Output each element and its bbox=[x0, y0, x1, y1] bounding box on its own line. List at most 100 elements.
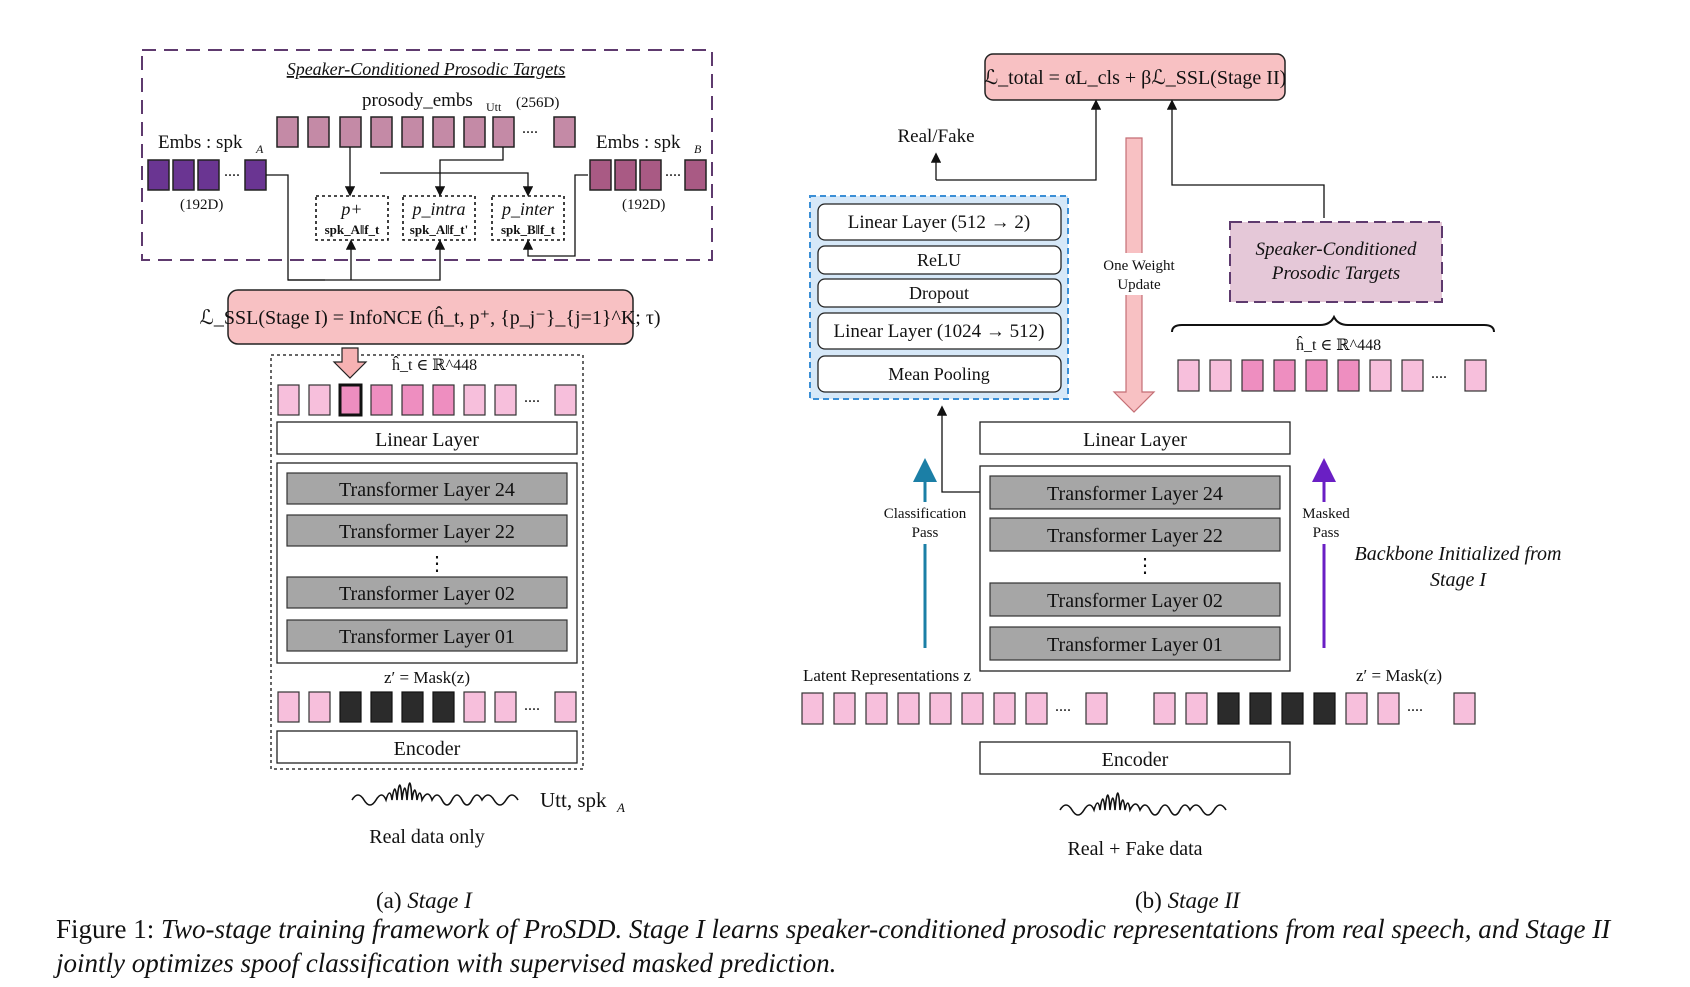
h-cell bbox=[1273, 359, 1296, 392]
figure-caption-text: Two-stage training framework of ProSDD. … bbox=[56, 914, 1611, 978]
stage2-transformer-layer-01 bbox=[989, 626, 1281, 661]
head-dropout-label: Dropout bbox=[909, 283, 969, 303]
emb-b-ellipsis: .... bbox=[665, 163, 681, 180]
head-linear-512-2 bbox=[817, 203, 1062, 241]
prosody-emb-cell bbox=[307, 116, 330, 148]
masked-pass-line1: Masked bbox=[1302, 506, 1350, 522]
masked-pass-line2: Pass bbox=[1313, 525, 1340, 541]
classification-pass-label-bg bbox=[878, 502, 973, 544]
h-cell bbox=[463, 384, 486, 416]
stage1-transformer-layer-22-label: Transformer Layer 22 bbox=[339, 521, 515, 543]
z-cell bbox=[554, 691, 577, 723]
prosody-ellipsis: .... bbox=[522, 120, 538, 137]
stage2-encoder-label: Encoder bbox=[1102, 749, 1169, 771]
stage1-transformer-layer-01-label: Transformer Layer 01 bbox=[339, 626, 515, 648]
prosody-emb-cell bbox=[432, 116, 455, 148]
stage2-loss-formula: ℒ_total = αL_cls + βℒ_SSL(Stage II) bbox=[984, 67, 1287, 89]
prosody-embs-label: prosody_embs bbox=[362, 90, 473, 111]
z-ellipsis: .... bbox=[1407, 698, 1423, 715]
emb-a-sub: A bbox=[255, 142, 264, 156]
latent-ellipsis: .... bbox=[1055, 698, 1071, 715]
z-cell-masked bbox=[339, 691, 362, 723]
prosody-emb-cell bbox=[553, 116, 576, 148]
emb-a-row: .... bbox=[147, 159, 267, 191]
stage2-brace-icon bbox=[1171, 314, 1495, 333]
subcaption-a-label: Stage I bbox=[407, 888, 472, 913]
z-cell bbox=[1185, 692, 1208, 725]
stage2-transformer-layer-01-label: Transformer Layer 01 bbox=[1047, 634, 1223, 656]
emb-a-cell bbox=[197, 159, 220, 191]
stage1-transformer-layer-24-label: Transformer Layer 24 bbox=[339, 479, 515, 501]
h-row-ellipsis: .... bbox=[524, 389, 540, 406]
real-fake-label: Real/Fake bbox=[897, 126, 974, 147]
prosody-emb-cell bbox=[463, 116, 486, 148]
stage1-transformer-layer-22 bbox=[286, 514, 568, 547]
z-cell bbox=[1377, 692, 1400, 725]
backbone-note-line1: Backbone Initialized from bbox=[1355, 543, 1562, 565]
stage1-encoder bbox=[276, 730, 578, 764]
z-cell-masked bbox=[1249, 692, 1272, 725]
p-intra-label: p_intra bbox=[410, 199, 465, 219]
z-cell bbox=[463, 691, 486, 723]
p-inter-cond: spk_B‖f_t bbox=[501, 222, 556, 237]
h-cell bbox=[1177, 359, 1200, 392]
stage2-waveform-icon bbox=[1059, 792, 1227, 816]
z-cell bbox=[1453, 692, 1476, 725]
subcaption-a-prefix: (a) bbox=[376, 888, 402, 913]
emb-a-label: Embs : spk bbox=[158, 132, 243, 153]
z-cell bbox=[1153, 692, 1176, 725]
backbone-note-line2: Stage I bbox=[1430, 569, 1487, 591]
z-cell bbox=[1345, 692, 1368, 725]
stage1-targets-title: Speaker-Conditioned Prosodic Targets bbox=[287, 59, 566, 79]
stage2-loss-box bbox=[984, 53, 1286, 101]
h-cell bbox=[1209, 359, 1232, 392]
stage1-transformer-layer-01 bbox=[286, 619, 568, 652]
stage1-utt-sub: A bbox=[616, 800, 625, 815]
head-linear-1024-512 bbox=[817, 312, 1062, 350]
h-cell bbox=[1464, 359, 1487, 392]
stage2-targets-line1: Speaker-Conditioned bbox=[1255, 239, 1417, 260]
h-cell bbox=[1369, 359, 1392, 392]
h-cell bbox=[494, 384, 517, 416]
classifier-head-layers: Linear Layer (512 → 2) ReLU Dropout Line… bbox=[817, 203, 1062, 393]
stage2-latent-row: .... bbox=[801, 692, 1108, 725]
h-cell-selected bbox=[338, 383, 363, 417]
latent-repr-label: Latent Representations z bbox=[803, 666, 972, 685]
latent-cell bbox=[897, 692, 920, 725]
h-cell bbox=[1337, 359, 1360, 392]
emb-a-cell bbox=[147, 159, 170, 191]
emb-b-label: Embs : spk bbox=[596, 132, 681, 153]
z-cell bbox=[277, 691, 300, 723]
subcaption-b-label: Stage II bbox=[1167, 888, 1240, 913]
p-intra-cond: spk_A‖f_t' bbox=[410, 222, 468, 237]
stage2-transformer-layers: Transformer Layer 24 Transformer Layer 2… bbox=[989, 475, 1281, 661]
h-cell bbox=[401, 384, 424, 416]
latent-cell bbox=[865, 692, 888, 725]
stage1-mask-label: z′ = Mask(z) bbox=[384, 668, 470, 687]
stage2-vdots: ⋮ bbox=[1135, 555, 1155, 577]
prosody-embs-dim: (256D) bbox=[516, 95, 559, 111]
p-plus-cond: spk_A‖f_t bbox=[325, 222, 380, 237]
z-cell bbox=[308, 691, 331, 723]
z-cell-masked bbox=[1217, 692, 1240, 725]
emb-b-cell bbox=[639, 159, 662, 191]
stage1-vdots: ⋮ bbox=[427, 553, 447, 575]
stage1-utt-label: Utt, spk bbox=[540, 788, 607, 812]
head-relu-label: ReLU bbox=[917, 250, 961, 270]
h-cell bbox=[1241, 359, 1264, 392]
head-linear-1024-512-label: Linear Layer (1024 → 512) bbox=[833, 321, 1044, 342]
stage2-panel: ℒ_total = αL_cls + βℒ_SSL(Stage II) Real… bbox=[801, 53, 1562, 860]
stage2-data-note: Real + Fake data bbox=[1067, 838, 1202, 860]
h-cell bbox=[370, 384, 393, 416]
latent-cell bbox=[929, 692, 952, 725]
stage2-mask-label: z′ = Mask(z) bbox=[1356, 666, 1442, 685]
subcaption-b-prefix: (b) bbox=[1135, 888, 1162, 913]
h-cell bbox=[432, 384, 455, 416]
emb-a-cell bbox=[172, 159, 195, 191]
stage2-linear-layer bbox=[979, 421, 1291, 455]
emb-b-cell bbox=[684, 159, 707, 191]
stage2-transformer-layer-02-label: Transformer Layer 02 bbox=[1047, 590, 1223, 612]
stage1-linear-layer-label: Linear Layer bbox=[375, 429, 479, 451]
classification-pass-line2: Pass bbox=[912, 525, 939, 541]
classification-pass-line1: Classification bbox=[884, 506, 967, 522]
